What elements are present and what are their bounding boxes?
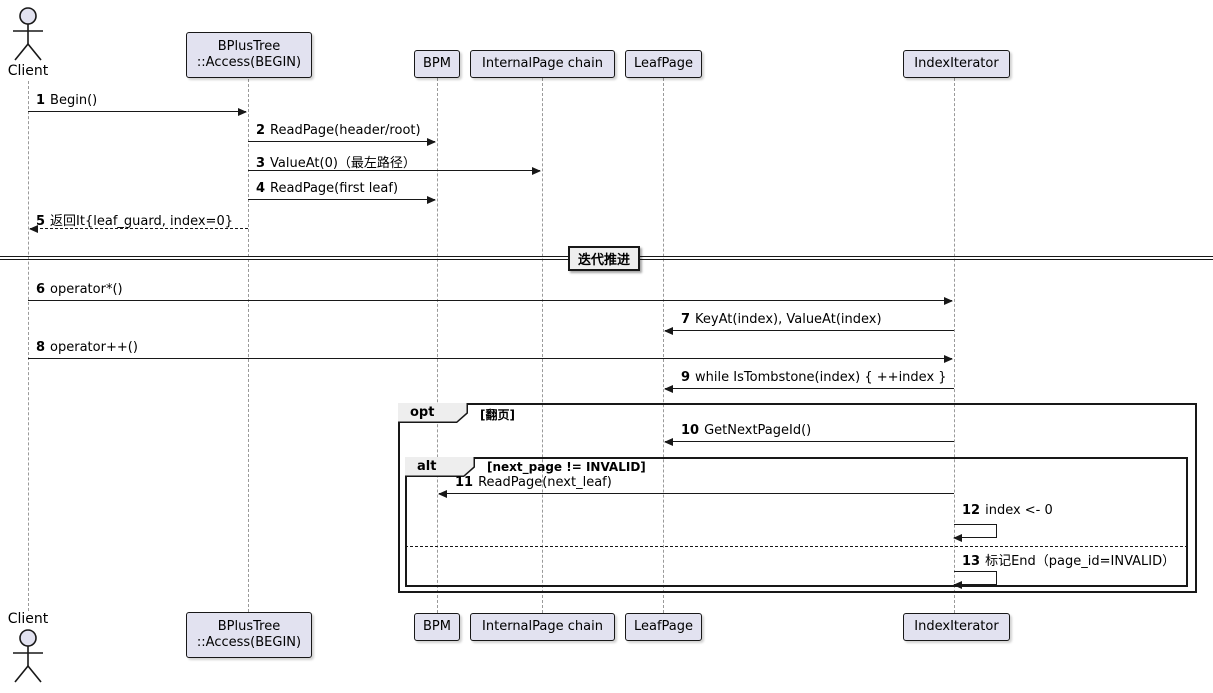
divider-label: 迭代推进: [568, 246, 640, 271]
participant-client-bottom: Client: [7, 611, 49, 627]
participant-client-top: Client: [7, 63, 49, 79]
alt-frame-condition: [next_page != INVALID]: [487, 460, 646, 474]
participant-bpm-top: BPM: [414, 50, 460, 78]
actor-icon: [13, 7, 43, 61]
lifeline-internalpage-chain: [542, 78, 543, 613]
message-6-arrow: [28, 296, 953, 305]
message-4-arrow: [248, 195, 436, 204]
actor-icon-bottom: [13, 629, 43, 683]
opt-frame-condition: [翻页]: [480, 408, 515, 422]
alt-else-separator: [405, 546, 1188, 547]
participant-bplustree-bottom: BPlusTree ::Access(BEGIN): [186, 612, 312, 658]
alt-frame-tab: alt: [405, 457, 475, 477]
alt-frame: [405, 457, 1188, 587]
participant-leafpage-top: LeafPage: [625, 50, 702, 78]
message-10-arrow: [664, 437, 954, 446]
participant-indexiterator-bottom: IndexIterator: [903, 613, 1010, 641]
participant-indexiterator-top: IndexIterator: [903, 50, 1010, 78]
message-13-self-arrow: [953, 571, 997, 589]
message-7-arrow: [664, 326, 954, 335]
message-3-arrow: [248, 166, 541, 175]
message-2-arrow: [248, 137, 436, 146]
lifeline-client: [28, 81, 29, 611]
lifeline-bplustree: [248, 79, 249, 612]
message-9-arrow: [664, 384, 954, 393]
message-5-arrow: [29, 224, 248, 233]
message-12-self-arrow: [953, 524, 997, 542]
lifeline-indexiterator: [954, 78, 955, 613]
opt-frame: [398, 403, 1197, 593]
lifeline-bpm: [437, 78, 438, 613]
opt-frame-tab: opt: [398, 403, 468, 423]
participant-internalpage-chain-bottom: InternalPage chain: [470, 613, 615, 641]
message-11-arrow: [438, 489, 954, 498]
message-8-arrow: [28, 354, 953, 363]
message-1-arrow: [28, 107, 247, 116]
participant-leafpage-bottom: LeafPage: [625, 613, 702, 641]
participant-bpm-bottom: BPM: [414, 613, 460, 641]
participant-internalpage-chain-top: InternalPage chain: [470, 50, 615, 78]
participant-bplustree-top: BPlusTree ::Access(BEGIN): [186, 32, 312, 78]
lifeline-leafpage: [663, 78, 664, 613]
